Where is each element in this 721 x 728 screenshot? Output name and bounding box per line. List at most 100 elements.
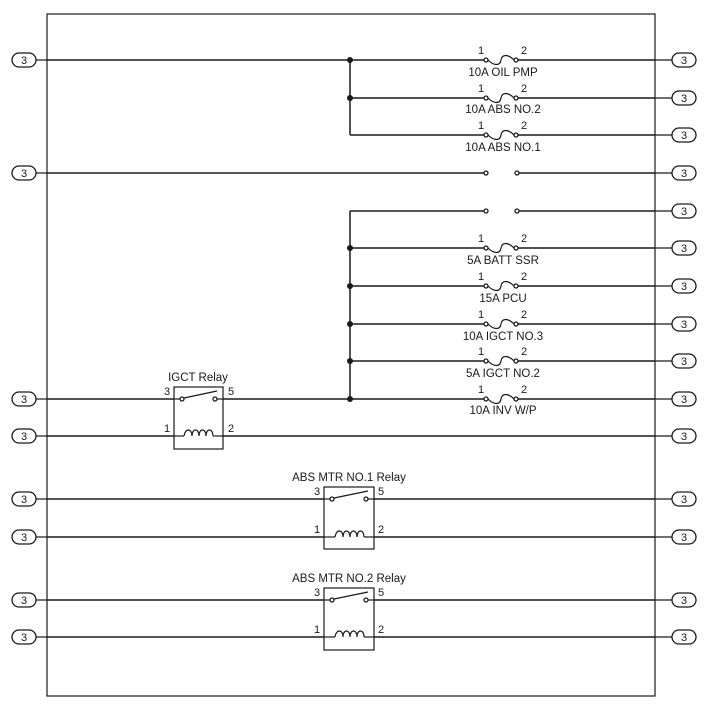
fuse-label: 10A IGCT NO.3 <box>463 331 543 343</box>
svg-text:3: 3 <box>681 494 687 506</box>
svg-text:3: 3 <box>681 281 687 293</box>
svg-text:3: 3 <box>681 356 687 368</box>
fuse-abs-no1: 1 2 10A ABS NO.1 <box>465 120 540 154</box>
relay-igct: IGCT Relay 3 5 1 2 <box>164 372 234 450</box>
fuse-inv-wp: 1 2 10A INV W/P <box>469 384 536 417</box>
svg-text:5: 5 <box>378 486 384 498</box>
svg-text:1: 1 <box>478 233 484 245</box>
fuse-label: 5A IGCT NO.2 <box>466 368 540 380</box>
relay-box <box>323 587 375 651</box>
right-terminal-10: 3 <box>671 391 697 407</box>
svg-text:1: 1 <box>478 271 484 283</box>
relay-label: ABS MTR NO.1 Relay <box>292 472 406 484</box>
fuse-label: 10A ABS NO.2 <box>465 104 540 116</box>
svg-text:2: 2 <box>521 384 527 396</box>
left-terminal-1: 3 <box>11 52 37 68</box>
svg-text:1: 1 <box>478 384 484 396</box>
right-terminal-4: 3 <box>671 165 697 181</box>
relay-box <box>323 486 375 550</box>
relay-box <box>173 386 224 450</box>
fuse-batt-ssr: 1 2 5A BATT SSR <box>467 233 539 267</box>
svg-text:3: 3 <box>681 431 687 443</box>
fuse-label: 10A OIL PMP <box>468 67 538 79</box>
svg-text:3: 3 <box>681 55 687 67</box>
right-terminal-5: 3 <box>671 203 697 219</box>
svg-text:3: 3 <box>314 587 320 599</box>
svg-text:3: 3 <box>681 130 687 142</box>
fuse-label: 10A INV W/P <box>469 405 536 417</box>
right-terminal-11: 3 <box>671 428 697 444</box>
svg-text:3: 3 <box>681 319 687 331</box>
svg-text:3: 3 <box>21 595 27 607</box>
right-terminal-13: 3 <box>671 529 697 545</box>
right-terminal-3: 3 <box>671 127 697 143</box>
svg-text:2: 2 <box>378 624 384 636</box>
fuse-igct-no3: 1 2 10A IGCT NO.3 <box>463 309 543 343</box>
svg-text:3: 3 <box>681 632 687 644</box>
right-terminal-2: 3 <box>671 90 697 106</box>
svg-text:2: 2 <box>521 346 527 358</box>
wires <box>36 59 672 638</box>
svg-text:3: 3 <box>681 93 687 105</box>
svg-text:3: 3 <box>314 486 320 498</box>
svg-text:1: 1 <box>164 423 170 435</box>
right-terminal-6: 3 <box>671 240 697 256</box>
left-terminal-7: 3 <box>11 592 37 608</box>
svg-text:3: 3 <box>681 243 687 255</box>
right-terminal-9: 3 <box>671 353 697 369</box>
left-terminal-2: 3 <box>11 165 37 181</box>
svg-text:1: 1 <box>314 524 320 536</box>
relay-label: IGCT Relay <box>168 372 228 384</box>
svg-text:1: 1 <box>478 120 484 132</box>
svg-text:1: 1 <box>478 45 484 57</box>
left-terminal-8: 3 <box>11 629 37 645</box>
svg-text:2: 2 <box>521 120 527 132</box>
svg-text:1: 1 <box>478 309 484 321</box>
svg-text:1: 1 <box>478 83 484 95</box>
fuse-igct-no2: 1 2 5A IGCT NO.2 <box>466 346 540 380</box>
svg-text:3: 3 <box>21 55 27 67</box>
open-link-row-4 <box>483 170 520 176</box>
open-link-row-5 <box>483 208 520 214</box>
fuse-label: 15A PCU <box>479 293 526 305</box>
svg-text:2: 2 <box>521 83 527 95</box>
right-terminal-15: 3 <box>671 629 697 645</box>
relay-switch-contact <box>333 591 369 600</box>
svg-text:2: 2 <box>521 233 527 245</box>
svg-text:3: 3 <box>681 532 687 544</box>
right-terminals: 3 3 3 3 3 3 3 3 3 3 3 3 3 3 3 <box>671 52 697 645</box>
left-terminal-5: 3 <box>11 491 37 507</box>
svg-text:3: 3 <box>21 431 27 443</box>
right-terminal-1: 3 <box>671 52 697 68</box>
relay-label: ABS MTR NO.2 Relay <box>292 573 406 585</box>
relay-switch-contact <box>333 490 369 499</box>
diagram-frame <box>46 13 656 697</box>
svg-text:3: 3 <box>681 206 687 218</box>
relay-switch-contact <box>183 390 218 399</box>
svg-text:3: 3 <box>681 168 687 180</box>
svg-text:3: 3 <box>21 394 27 406</box>
relay-abs-mtr-no1: ABS MTR NO.1 Relay 3 5 1 2 <box>292 472 406 550</box>
svg-text:2: 2 <box>378 524 384 536</box>
right-terminal-8: 3 <box>671 316 697 332</box>
left-terminal-4: 3 <box>11 428 37 444</box>
svg-text:2: 2 <box>228 423 234 435</box>
svg-text:3: 3 <box>21 168 27 180</box>
fuse-abs-no2: 1 2 10A ABS NO.2 <box>465 83 540 116</box>
svg-text:3: 3 <box>21 632 27 644</box>
left-terminals: 3 3 3 3 3 3 3 3 <box>11 52 37 645</box>
left-terminal-3: 3 <box>11 391 37 407</box>
right-terminal-12: 3 <box>671 491 697 507</box>
right-terminal-7: 3 <box>671 278 697 294</box>
fuse-label: 10A ABS NO.1 <box>465 142 540 154</box>
left-terminal-6: 3 <box>11 529 37 545</box>
svg-text:2: 2 <box>521 309 527 321</box>
svg-text:1: 1 <box>478 346 484 358</box>
fuse-oil-pmp: 1 2 10A OIL PMP <box>468 45 538 79</box>
svg-text:5: 5 <box>378 587 384 599</box>
svg-text:3: 3 <box>21 494 27 506</box>
svg-text:3: 3 <box>681 394 687 406</box>
fuse-label: 5A BATT SSR <box>467 255 539 267</box>
relay-abs-mtr-no2: ABS MTR NO.2 Relay 3 5 1 2 <box>292 573 406 651</box>
